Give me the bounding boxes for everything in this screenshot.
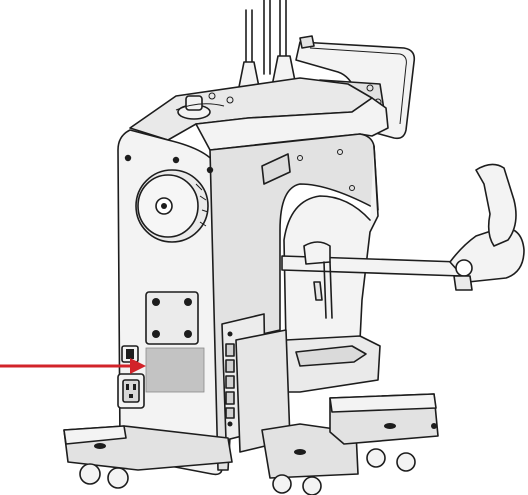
lower-arm [235,145,381,453]
handle-bar [281,163,525,291]
rating-label-panel [145,347,205,393]
base-foot-center [261,423,359,495]
upper-arm [129,77,389,151]
arrow-right-icon [0,358,146,374]
base-foot-right [329,393,439,472]
thread-stand [237,0,297,93]
power-socket-icon [117,373,145,409]
base-foot-left [63,425,233,489]
needle-bar [303,241,333,319]
mounting-plate [145,291,199,345]
handwheel-icon [135,169,209,243]
